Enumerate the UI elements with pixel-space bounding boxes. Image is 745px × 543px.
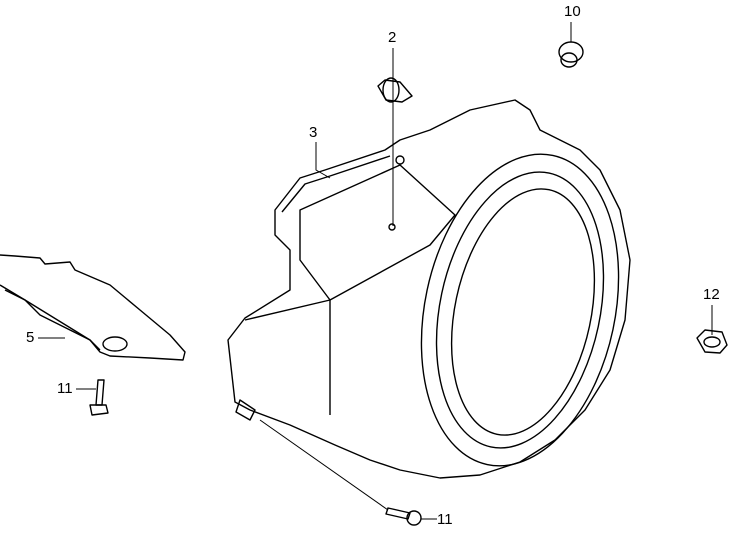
callout-2: 2 (388, 29, 397, 46)
callout-12: 12 (703, 286, 720, 303)
callout-5: 5 (26, 329, 35, 346)
clip-part (377, 77, 413, 103)
shroud-plate-part (0, 254, 186, 361)
callout-11-left: 11 (57, 380, 73, 397)
bolt-part-bottom (385, 507, 422, 526)
callout-10: 10 (564, 3, 581, 20)
grommet-part (558, 41, 584, 68)
bolt-part-left (89, 379, 109, 416)
callout-3: 3 (309, 124, 318, 141)
clamp-part (696, 329, 728, 354)
callout-11-bottom: 11 (437, 511, 453, 528)
fan-cover-part (227, 99, 631, 479)
